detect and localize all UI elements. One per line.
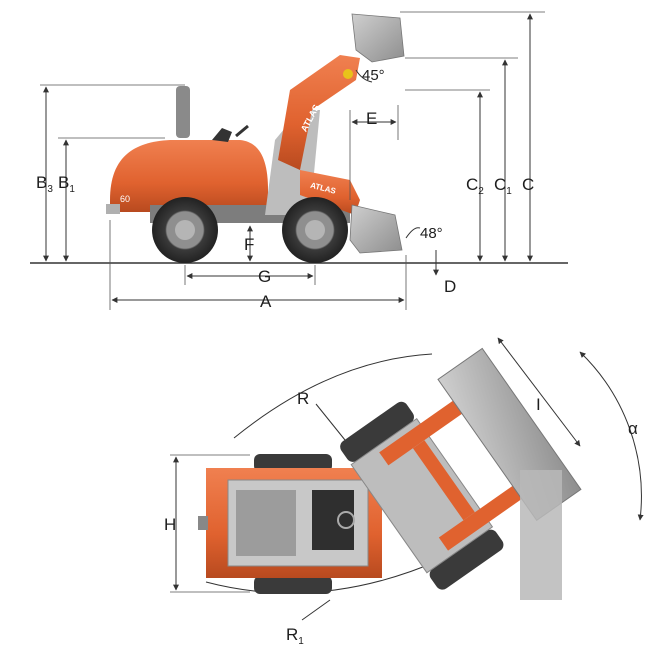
front-tire-right (429, 529, 504, 590)
cross-beam (412, 440, 475, 521)
radius-arc-outer (233, 353, 433, 439)
rear-hub (175, 220, 195, 240)
angle-bottom-label: 48° (420, 225, 443, 242)
label-h: H (164, 515, 176, 534)
seat-icon (212, 128, 232, 142)
alpha-arc (579, 351, 644, 521)
seat-top (312, 490, 354, 550)
label-f: F (244, 235, 254, 254)
label-i: I (536, 395, 541, 414)
rear-hitch (198, 516, 208, 530)
label-c1: C1 (494, 175, 512, 197)
tilt-arc-bottom (405, 227, 421, 239)
label-e: E (366, 109, 377, 128)
boom-arm-left (379, 400, 463, 466)
tilt-arc-top (355, 69, 373, 83)
label-r1: R1 (286, 625, 304, 646)
radius-pointer (315, 403, 346, 441)
loader-boom (278, 55, 360, 170)
rear-bumper (106, 204, 120, 214)
engine-cover (236, 490, 296, 556)
side-view: 60 ATLAS ATLAS (30, 11, 568, 311)
label-c: C (522, 175, 534, 194)
label-d: D (444, 277, 456, 296)
boom-arm-right (438, 485, 522, 551)
front-tire-left (340, 401, 414, 462)
lowered-bucket (349, 204, 403, 254)
steering-wheel-icon (235, 124, 249, 138)
label-b3: B3 (36, 173, 53, 195)
rear-tire-bottom (254, 576, 332, 594)
angle-top-label: 45° (362, 67, 385, 84)
bucket-straight (520, 470, 562, 600)
front-hub (305, 220, 325, 240)
label-c2: C2 (466, 175, 484, 197)
label-alpha: α (628, 419, 638, 438)
label-b1: B1 (58, 173, 75, 195)
engine-hood (110, 140, 268, 212)
label-r: R (297, 389, 309, 408)
dim-i (497, 337, 581, 447)
exhaust-stack (176, 86, 190, 138)
boom-pivot (343, 69, 353, 79)
top-view: H I α R R1 (164, 337, 644, 646)
loader-arm (300, 170, 360, 215)
rear-tire-top (254, 454, 332, 472)
steering-wheel-top-icon (337, 511, 355, 529)
label-g: G (258, 267, 271, 286)
loader-side: 60 ATLAS ATLAS (106, 13, 405, 263)
label-a: A (260, 292, 272, 311)
model-badge: 60 (120, 194, 130, 204)
raised-bucket (351, 13, 405, 63)
radius1-pointer (301, 599, 331, 621)
